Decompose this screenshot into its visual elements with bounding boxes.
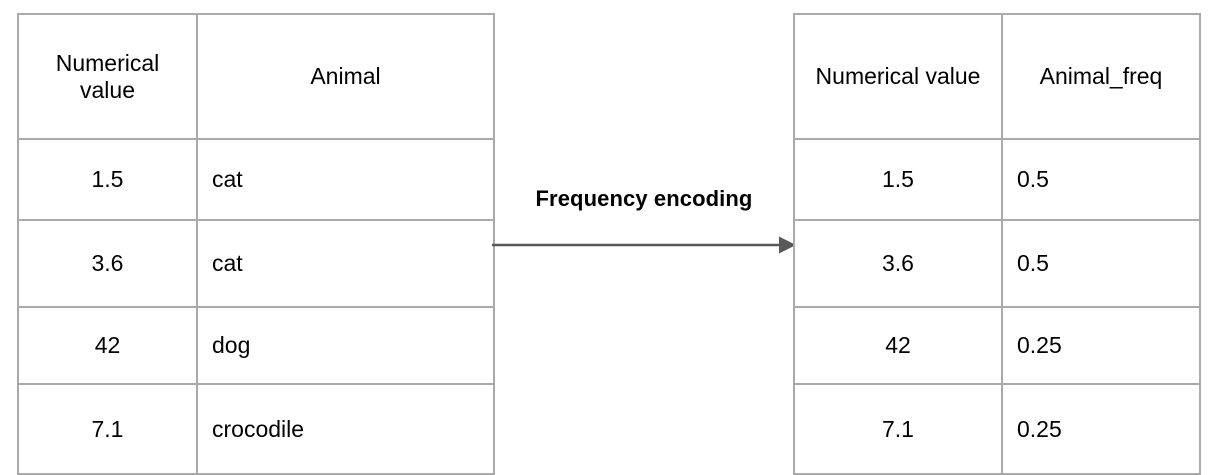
cell-animal: dog — [196, 306, 495, 385]
arrow-right-icon — [492, 236, 796, 254]
cell-numerical-value: 3.6 — [793, 219, 1003, 308]
column-header-numerical-value: Numerical value — [793, 13, 1003, 140]
cell-numerical-value: 3.6 — [17, 219, 198, 308]
table-row: 3.6 0.5 — [793, 219, 1201, 308]
cell-numerical-value: 1.5 — [17, 138, 198, 221]
column-header-animal: Animal — [196, 13, 495, 140]
transformation-label: Frequency encoding — [535, 186, 753, 211]
result-table: Numerical value Animal_freq 1.5 0.5 3.6 … — [793, 13, 1201, 475]
table-row: 3.6 cat — [17, 219, 495, 308]
cell-animal: cat — [196, 138, 495, 221]
table-row: 7.1 crocodile — [17, 383, 495, 475]
table-row: 42 dog — [17, 306, 495, 385]
cell-numerical-value: 1.5 — [793, 138, 1003, 221]
table-row: 1.5 cat — [17, 138, 495, 221]
table-row: 42 0.25 — [793, 306, 1201, 385]
column-header-animal-freq: Animal_freq — [1001, 13, 1201, 140]
table-row: 1.5 0.5 — [793, 138, 1201, 221]
table-row: 7.1 0.25 — [793, 383, 1201, 475]
cell-numerical-value: 42 — [793, 306, 1003, 385]
cell-animal: cat — [196, 219, 495, 308]
cell-animal-freq: 0.5 — [1001, 138, 1201, 221]
column-header-numerical-value: Numerical value — [17, 13, 198, 140]
cell-numerical-value: 7.1 — [793, 383, 1003, 475]
cell-numerical-value: 42 — [17, 306, 198, 385]
cell-animal-freq: 0.25 — [1001, 306, 1201, 385]
cell-animal-freq: 0.25 — [1001, 383, 1201, 475]
transformation-arrow-group: Frequency encoding — [486, 186, 802, 266]
cell-numerical-value: 7.1 — [17, 383, 198, 475]
cell-animal-freq: 0.5 — [1001, 219, 1201, 308]
table-header-row: Numerical value Animal — [17, 13, 495, 140]
source-table: Numerical value Animal 1.5 cat 3.6 cat 4… — [17, 13, 495, 475]
table-header-row: Numerical value Animal_freq — [793, 13, 1201, 140]
cell-animal: crocodile — [196, 383, 495, 475]
frequency-encoding-diagram: Numerical value Animal 1.5 cat 3.6 cat 4… — [17, 13, 1201, 475]
